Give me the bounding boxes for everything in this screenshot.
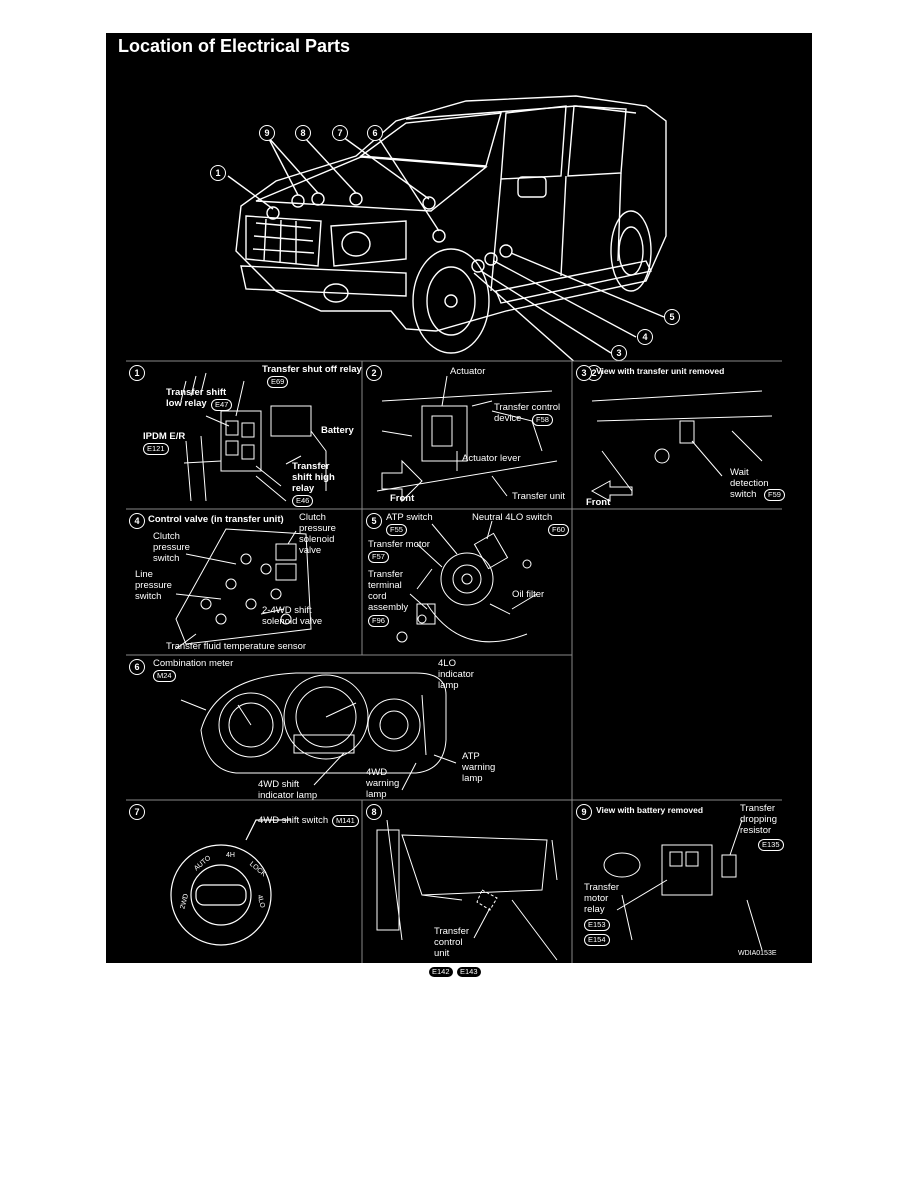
label-line-pressure-switch: Line pressure switch bbox=[135, 569, 172, 602]
label-clutch-pressure-solenoid-valve: Clutch pressure solenoid valve bbox=[299, 512, 336, 556]
connector-m141: M141 bbox=[332, 815, 359, 827]
callout-7: 7 bbox=[332, 125, 348, 141]
panel-3-illustration bbox=[590, 390, 773, 502]
panel-4: 4 Control valve (in transfer unit) Clutc… bbox=[126, 509, 362, 655]
label-actuator-lever: Actuator lever bbox=[462, 453, 521, 464]
label-transfer-motor: Transfer motor bbox=[368, 539, 430, 550]
connector-m24: M24 bbox=[153, 670, 176, 682]
label-4wd-shift-indicator: 4WD shift indicator lamp bbox=[258, 779, 318, 801]
connector-f59: F59 bbox=[764, 489, 785, 501]
label-fluid-temp-sensor: Transfer fluid temperature sensor bbox=[166, 641, 307, 652]
panel-3-number: 3 bbox=[576, 365, 592, 381]
connector-f96: F96 bbox=[368, 615, 389, 627]
connector-e142: E142 bbox=[428, 966, 454, 978]
panel-4-heading: Control valve (in transfer unit) bbox=[148, 514, 284, 525]
connector-f55: F55 bbox=[386, 524, 407, 536]
panel-2-illustration bbox=[376, 375, 558, 503]
label-front: Front bbox=[390, 493, 415, 504]
vehicle-overview: 9 8 7 6 1 5 4 3 2 bbox=[106, 61, 812, 381]
connector-e153: E153 bbox=[584, 919, 610, 931]
label-front-3: Front bbox=[586, 497, 611, 508]
connector-e135: E135 bbox=[758, 839, 784, 851]
label-oil-filter: Oil filter bbox=[512, 589, 545, 600]
panel-7-illustration bbox=[170, 819, 291, 946]
label-ipdm: IPDM E/R bbox=[143, 431, 186, 442]
panel-3-heading: View with transfer unit removed bbox=[596, 366, 725, 376]
panel-1-illustration bbox=[180, 372, 327, 502]
connector-f60: F60 bbox=[548, 524, 569, 536]
diagram-sheet: Location of Electrical Parts bbox=[106, 33, 812, 978]
label-wait-detection-switch: Wait detection switch bbox=[730, 467, 769, 500]
label-atp-warning-lamp: ATP warning lamp bbox=[462, 751, 496, 784]
panel-9-heading: View with battery removed bbox=[596, 805, 704, 815]
label-4wd-warning-lamp: 4WD warning lamp bbox=[366, 767, 400, 800]
panel-6-illustration bbox=[180, 672, 457, 791]
vehicle-illustration bbox=[227, 95, 667, 361]
connector-e69: E69 bbox=[267, 376, 289, 388]
connector-e47: E47 bbox=[211, 399, 233, 411]
label-transfer-dropping-resistor: Transfer dropping resistor bbox=[740, 803, 777, 836]
label-transfer-unit: Transfer unit bbox=[512, 491, 565, 502]
callout-6: 6 bbox=[367, 125, 383, 141]
label-4lo-indicator-lamp: 4LO indicator lamp bbox=[438, 658, 474, 691]
panel-6-number: 6 bbox=[129, 659, 145, 675]
label-transfer-control-unit: Transfer control unit bbox=[434, 926, 470, 959]
label-actuator: Actuator bbox=[450, 366, 486, 377]
connector-e121: E121 bbox=[143, 443, 169, 455]
callout-1: 1 bbox=[210, 165, 226, 181]
panel-1-number: 1 bbox=[129, 365, 145, 381]
label-atp-switch: ATP switch bbox=[386, 512, 433, 523]
label-transfer-control-device: Transfer control device bbox=[494, 402, 561, 424]
panel-6: 6 Combination meter M24 4LO indicator la… bbox=[126, 655, 572, 801]
label-transfer-motor-relay: Transfer motor relay bbox=[584, 882, 620, 915]
panel-7: 7 4WD shift switch M141 2WD AUTO 4H LOCK… bbox=[126, 800, 362, 963]
label-transfer-shift-low-relay: Transfer shift low relay bbox=[166, 387, 227, 409]
label-transfer-shift-high-relay: Transfer shift high relay bbox=[292, 461, 335, 494]
connector-e143: E143 bbox=[456, 966, 482, 978]
label-battery: Battery bbox=[321, 425, 354, 436]
panel-2: 2 Actuator Transfer control device F58 A… bbox=[362, 361, 572, 509]
connector-e154: E154 bbox=[584, 934, 610, 946]
callout-9: 9 bbox=[259, 125, 275, 141]
label-4wd-shift-switch: 4WD shift switch bbox=[258, 815, 329, 826]
panel-grid bbox=[126, 360, 782, 963]
panel-9-illustration bbox=[603, 819, 763, 951]
panel-8-illustration bbox=[376, 819, 558, 961]
panel-4-number: 4 bbox=[129, 513, 145, 529]
panel-7-number: 7 bbox=[129, 804, 145, 820]
callout-4: 4 bbox=[637, 329, 653, 345]
label-clutch-pressure-switch: Clutch pressure switch bbox=[153, 531, 190, 564]
panel-9-number: 9 bbox=[576, 804, 592, 820]
callout-5: 5 bbox=[664, 309, 680, 325]
panel-5-illustration bbox=[396, 520, 538, 643]
connector-e46: E46 bbox=[292, 495, 314, 507]
label-shift-solenoid: 2-4WD shift solenoid valve bbox=[262, 605, 323, 627]
callout-8: 8 bbox=[295, 125, 311, 141]
panel-1: 1 Transfer shut off relay E69 Transfer s… bbox=[126, 361, 362, 509]
connector-f57: F57 bbox=[368, 551, 389, 563]
connector-f58: F58 bbox=[532, 414, 553, 426]
label-combination-meter: Combination meter bbox=[153, 658, 234, 669]
panel-9: 9 View with battery removed Transfer dro… bbox=[572, 800, 784, 963]
figure-reference-code: WDIA0153E bbox=[738, 950, 777, 957]
panel-8: 8 Transfer control unit E142 E143 bbox=[362, 800, 572, 978]
label-neutral-4lo-switch: Neutral 4LO switch bbox=[472, 512, 553, 523]
panel-5: 5 ATP switch F55 Neutral 4LO switch F60 … bbox=[362, 509, 572, 655]
panel-2-number: 2 bbox=[366, 365, 382, 381]
panel-4-illustration bbox=[175, 528, 312, 650]
label-transfer-shut-off-relay: Transfer shut off relay bbox=[262, 364, 362, 375]
panel-5-number: 5 bbox=[366, 513, 382, 529]
page-title: Location of Electrical Parts bbox=[118, 36, 351, 56]
panel-8-number: 8 bbox=[366, 804, 382, 820]
panel-3: 3 View with transfer unit removed Wait d… bbox=[572, 361, 785, 509]
label-transfer-terminal-cord: Transfer terminal cord assembly bbox=[368, 569, 409, 613]
dial-4h: 4H bbox=[226, 852, 235, 859]
